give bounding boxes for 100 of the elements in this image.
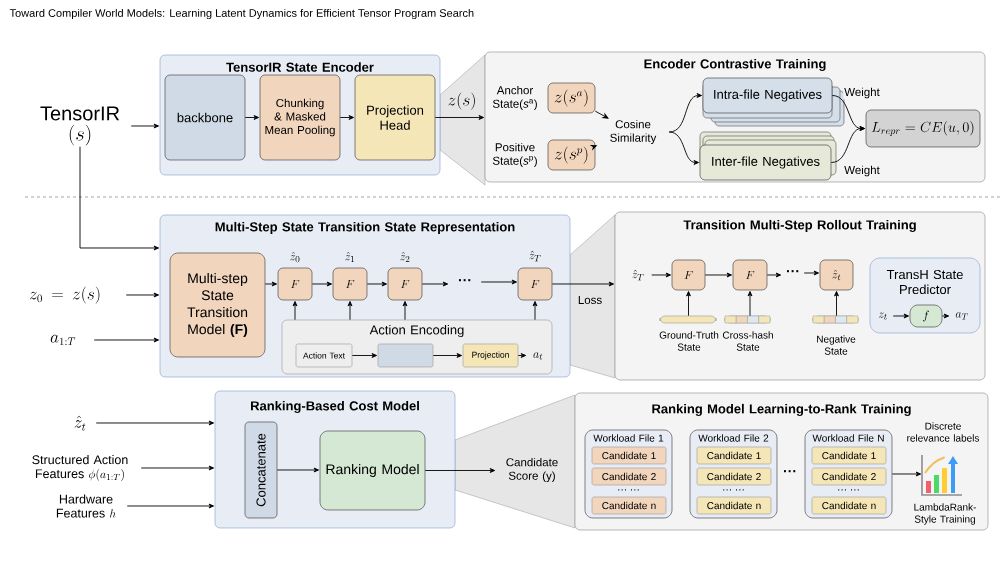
arrow bbox=[892, 313, 909, 319]
arrow bbox=[347, 301, 353, 321]
state-bar bbox=[659, 315, 717, 324]
arrow bbox=[366, 281, 387, 287]
embedding-box: $z(s^{a})$ bbox=[547, 82, 596, 114]
arrow bbox=[339, 115, 354, 120]
arrow bbox=[95, 420, 214, 426]
ellipsis: ··· bbox=[786, 270, 799, 273]
arrow bbox=[424, 468, 496, 473]
embedding-box: $z(s^{p})$ bbox=[547, 139, 596, 171]
input-label: TensorIR $(s)$ bbox=[40, 106, 120, 146]
arrow bbox=[140, 465, 214, 471]
function-box: $f$ bbox=[909, 304, 943, 328]
arrow bbox=[432, 353, 462, 358]
node-label: LambdaRank-Style Training bbox=[914, 503, 976, 525]
step-label: $\hat{z}_0$ bbox=[290, 251, 300, 263]
arrow bbox=[766, 272, 782, 278]
arrow bbox=[891, 471, 922, 477]
arrow bbox=[480, 279, 517, 285]
arrow bbox=[79, 146, 159, 251]
candidate-box: Candidate n bbox=[811, 496, 887, 515]
node-label: Anchor State(s$^{a}$) bbox=[492, 85, 537, 111]
edge-label: $z(s)$ bbox=[446, 91, 478, 111]
candidate-box: Candidate n bbox=[591, 496, 667, 515]
input-label: $\hat{z}_T$ bbox=[632, 269, 644, 281]
arrow bbox=[834, 291, 839, 317]
process-box: Multi-step State Transition Model (F) bbox=[169, 252, 266, 358]
state-bar bbox=[812, 315, 859, 324]
candidate-box: Candidate 2 bbox=[696, 467, 772, 486]
arrow bbox=[402, 301, 408, 321]
arrow bbox=[351, 353, 377, 358]
arrow bbox=[292, 301, 298, 321]
arrow bbox=[704, 272, 732, 278]
arrow bbox=[747, 291, 753, 317]
input-label: Hardware Features $h$ bbox=[56, 494, 116, 518]
ellipsis: ··· bbox=[783, 470, 796, 473]
candidate-box: Candidate 1 bbox=[591, 446, 667, 465]
arrow bbox=[686, 291, 691, 317]
step-box: $F$ bbox=[517, 267, 553, 301]
input-label: $\hat{z}_t$ bbox=[74, 415, 86, 431]
candidate-box: Candidate 1 bbox=[811, 446, 887, 465]
similarity-label: Cosine Similarity bbox=[610, 119, 657, 145]
node-label: Negative State bbox=[817, 335, 856, 355]
candidate-box: Candidate n bbox=[696, 496, 772, 515]
step-box: $F$ bbox=[732, 259, 768, 291]
loss-box: $L_{repr} = CE(u, 0)$ bbox=[865, 109, 981, 148]
step-label: $\hat{z}_T$ bbox=[529, 250, 541, 262]
node-label: Discrete relevance labels bbox=[907, 422, 980, 442]
process-box: Chunking & Masked Mean Pooling bbox=[259, 74, 341, 161]
arrow bbox=[126, 503, 214, 509]
input-label: $z_0 = z(s)$ bbox=[29, 286, 100, 304]
arrow bbox=[517, 353, 527, 358]
arrow bbox=[668, 131, 699, 165]
arrow bbox=[594, 110, 609, 119]
step-box: $F$ bbox=[387, 267, 423, 301]
arrow bbox=[668, 93, 702, 133]
arrow bbox=[264, 281, 277, 287]
arrow bbox=[591, 145, 597, 150]
arrow bbox=[551, 281, 614, 287]
model-box: Ranking Model bbox=[319, 430, 426, 511]
concat-bar: Concatenate bbox=[244, 421, 278, 519]
process-box bbox=[377, 343, 434, 368]
step-box: $F$ bbox=[332, 267, 368, 301]
process-box: Action Text bbox=[295, 343, 353, 368]
edge-label: Loss bbox=[576, 295, 604, 305]
node-label: Cross-hash State bbox=[722, 331, 773, 351]
arrow bbox=[803, 270, 819, 276]
output-label: $a_T$ bbox=[955, 312, 968, 320]
output-label: Candidate Score (y) bbox=[506, 457, 558, 483]
arrow bbox=[421, 281, 449, 287]
page-header: Toward Compiler World Models: Learning Latent Dynamics for Efficient Tensor Program Search bbox=[9, 8, 474, 20]
arrow bbox=[311, 281, 332, 287]
step-label: $\hat{z}_2$ bbox=[400, 251, 410, 263]
process-box: Projection Head bbox=[354, 74, 436, 161]
candidate-box: Candidate 2 bbox=[811, 467, 887, 486]
candidate-box: Candidate 1 bbox=[696, 446, 772, 465]
node-label: Ground-Truth State bbox=[659, 331, 719, 351]
arrow bbox=[532, 301, 538, 321]
state-bar bbox=[724, 315, 771, 324]
bar-chart-icon bbox=[921, 454, 963, 496]
arrow bbox=[941, 313, 950, 319]
node-label: Positive State(s$^{p}$) bbox=[492, 142, 537, 168]
arrow bbox=[244, 115, 259, 120]
arrow bbox=[651, 272, 671, 278]
arrow bbox=[434, 115, 484, 120]
arrow bbox=[93, 337, 159, 343]
negatives-stack: Intra-file Negatives bbox=[702, 77, 845, 127]
ellipsis: ··· bbox=[458, 279, 471, 282]
step-box: $F$ bbox=[671, 259, 706, 291]
input-label: $z_t$ bbox=[878, 312, 887, 320]
process-box: backbone bbox=[164, 74, 246, 161]
candidate-box: Candidate 2 bbox=[591, 467, 667, 486]
output-label: $a_t$ bbox=[533, 352, 543, 360]
process-box: Projection bbox=[462, 343, 519, 368]
arrow bbox=[130, 123, 159, 129]
arrow bbox=[125, 292, 159, 298]
arrow bbox=[830, 126, 865, 163]
arrow bbox=[276, 467, 319, 473]
step-box: $\hat{z}_t$ bbox=[819, 259, 854, 291]
input-label: Structured Action Features $\phi(a_{1:T})$ bbox=[32, 454, 128, 482]
